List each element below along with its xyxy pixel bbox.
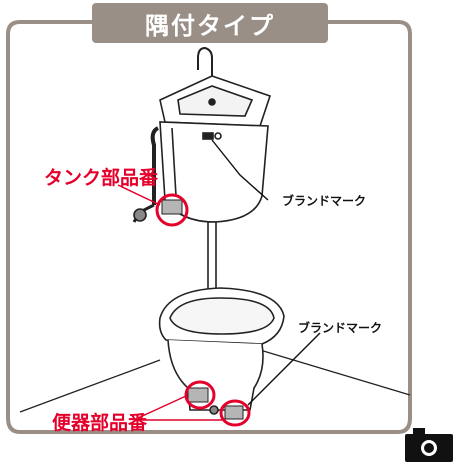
brand-mark-bowl-label: ブランドマーク (298, 321, 383, 335)
camera-icon[interactable] (405, 428, 453, 462)
leader-lines (117, 139, 321, 421)
toilet-bowl (158, 287, 285, 420)
tank-lid-basin (159, 75, 272, 127)
floor-lines (19, 349, 411, 413)
brand-mark-bowl-highlight (219, 399, 251, 427)
title-box: 隅付タイプ (92, 3, 328, 43)
diagram-frame (6, 20, 412, 434)
bowl-part-number-label: 便器部品番 (52, 412, 148, 434)
faucet (197, 46, 213, 88)
tank-body (132, 121, 269, 223)
tank-part-number-label: タンク部品番 (44, 167, 159, 189)
bowl-part-highlight (184, 380, 216, 410)
flush-pipe (207, 221, 217, 291)
page-title: 隅付タイプ (145, 11, 275, 40)
brand-mark-tank-label: ブランドマーク (282, 194, 367, 208)
highlight-circles (155, 193, 251, 427)
tank-part-highlight (155, 193, 189, 227)
